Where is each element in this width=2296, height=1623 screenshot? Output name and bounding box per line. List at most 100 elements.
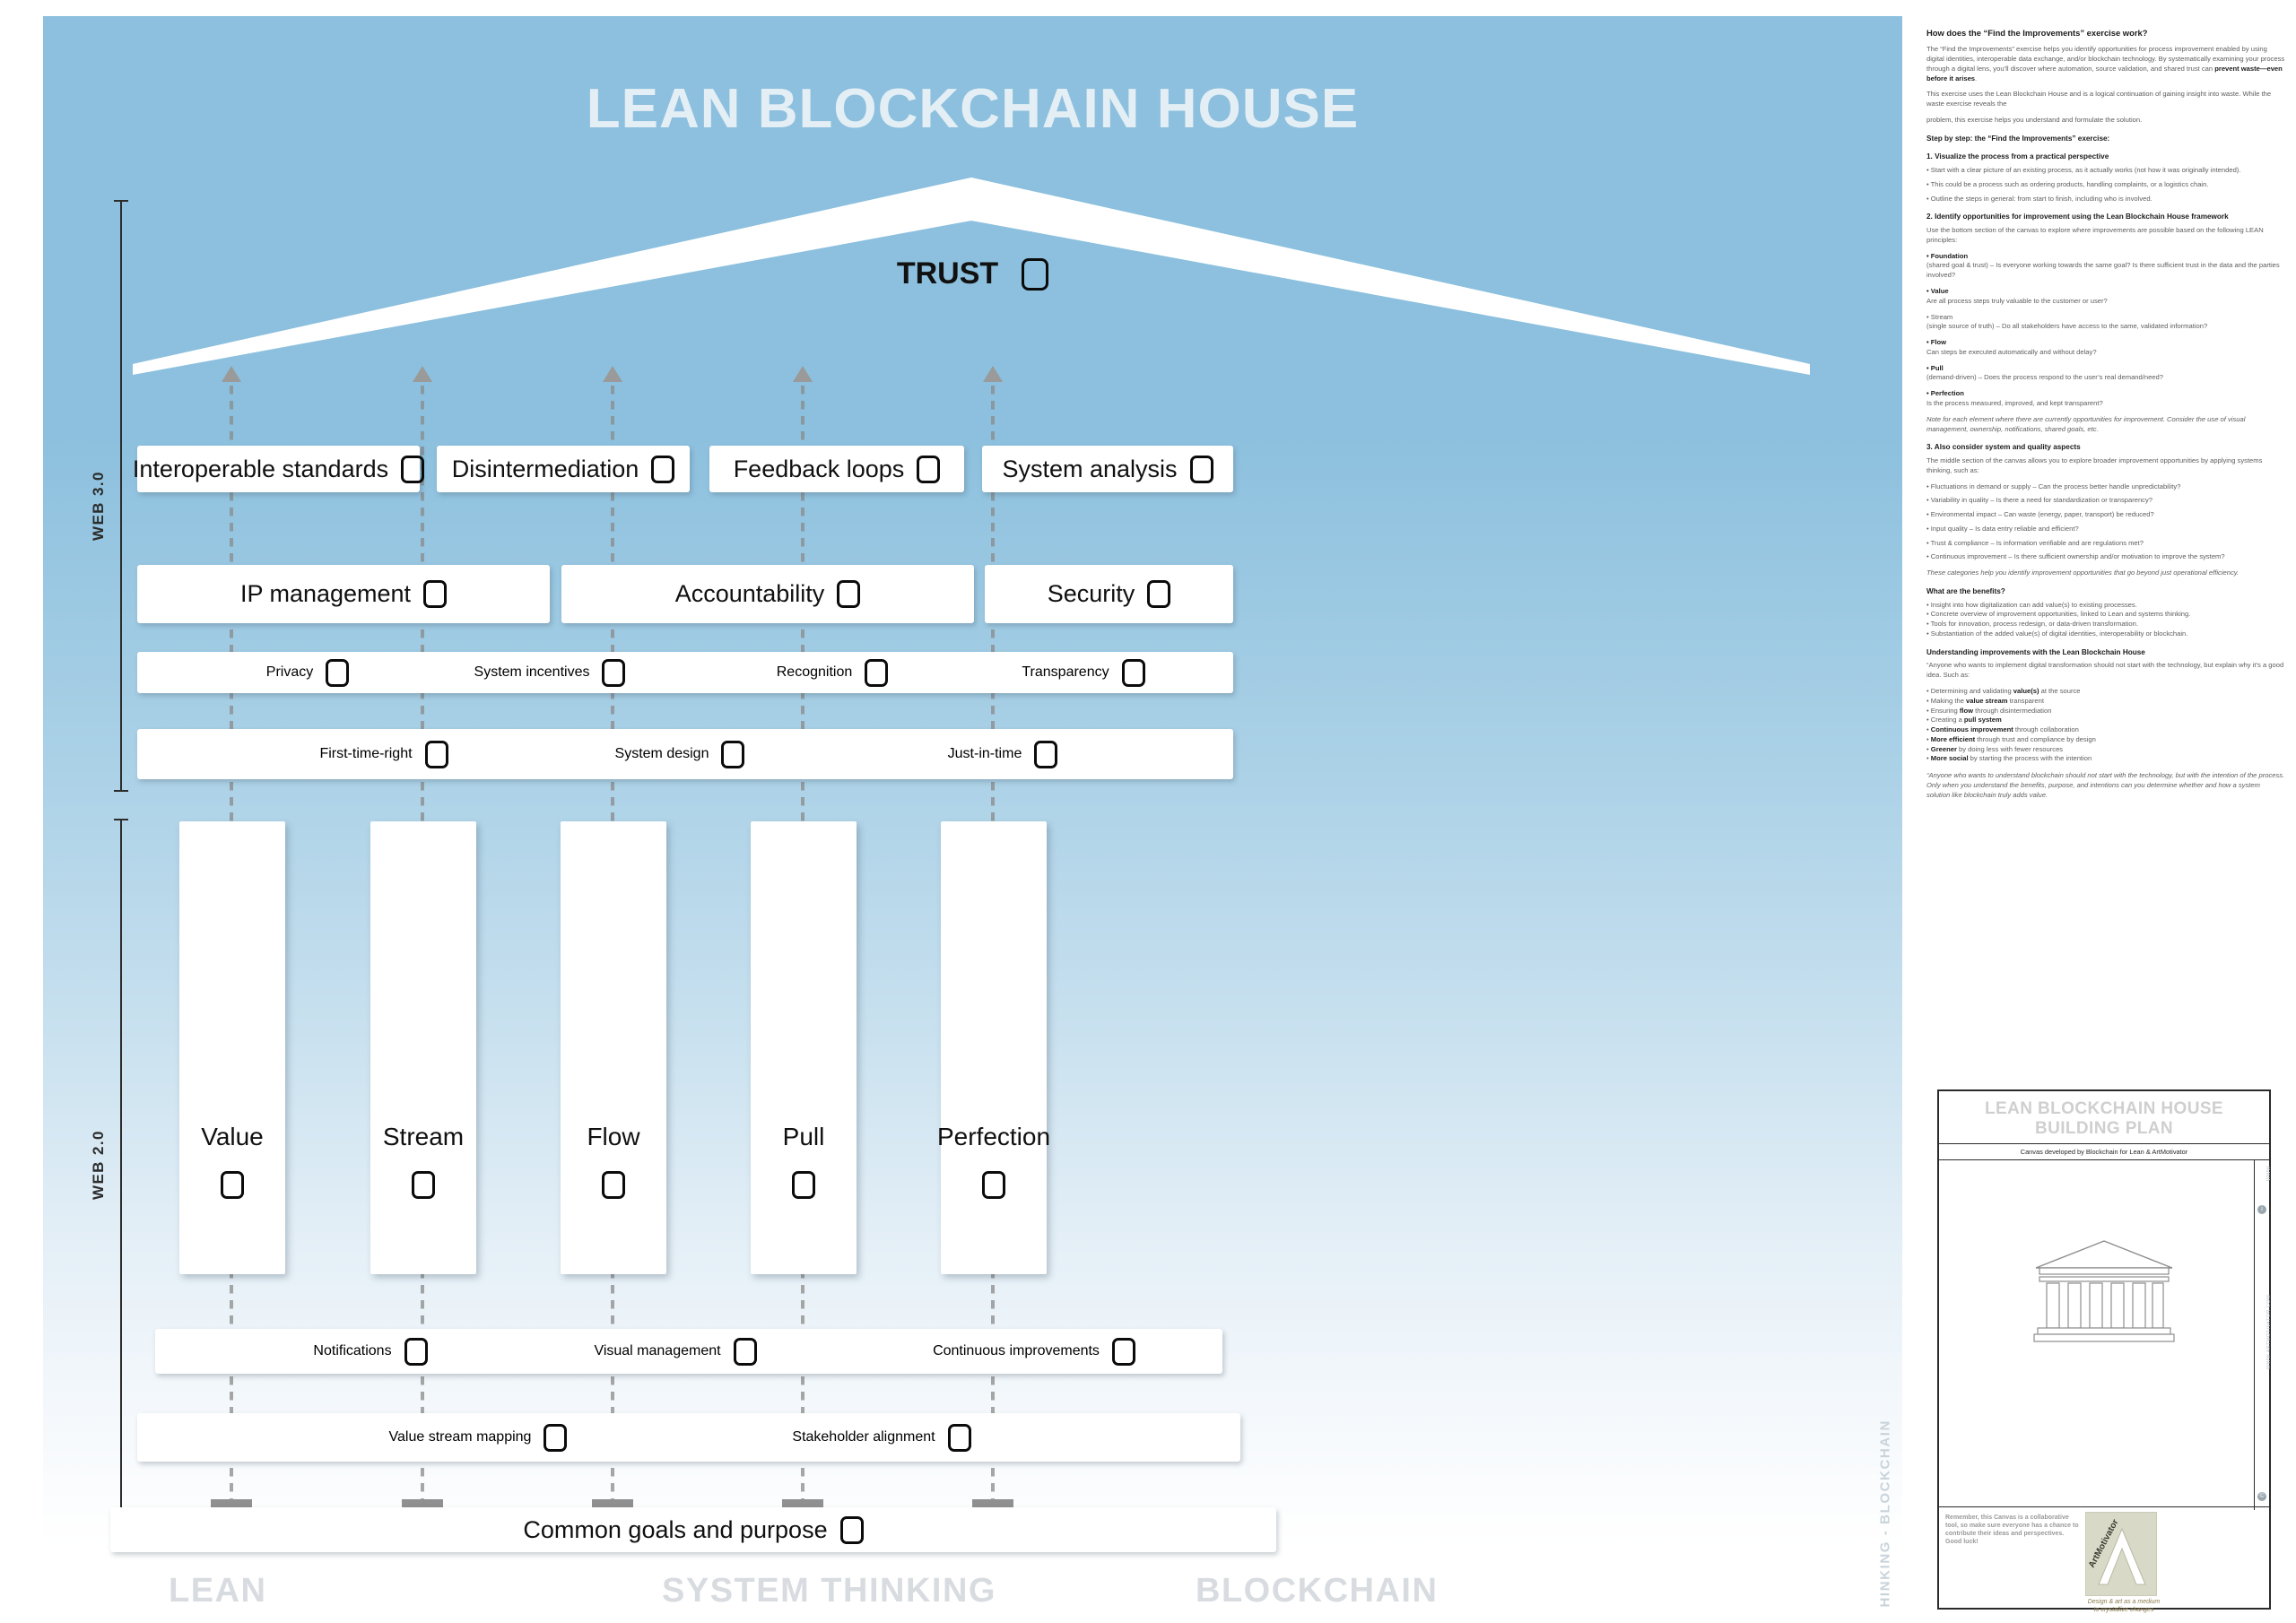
sidebar-paragraph-2: Use the bottom section of the canvas to … [1926,226,2264,244]
checkbox-notifications[interactable] [404,1337,428,1366]
checkbox-security[interactable] [1147,580,1171,608]
item-pre: • Determining and validating [1926,687,2013,695]
item-pre: • [1926,754,1931,763]
item-post: by doing less with fewer resources [1956,744,2064,753]
card-disintermediation[interactable]: Disintermediation [437,446,690,492]
card-notifications[interactable]: Notifications [240,1329,500,1374]
card-feedback-loops[interactable]: Feedback loops [709,446,964,492]
checkbox-disintermediation[interactable] [651,455,675,483]
card-recognition[interactable]: Recognition [711,652,953,693]
principle-item: • Foundation(shared goal & trust) – Is e… [1926,252,2285,281]
card-label: Feedback loops [733,455,905,482]
card-label: Common goals and purpose [523,1515,828,1543]
checkbox-continuous-improvements[interactable] [1111,1337,1135,1366]
card-system-analysis[interactable]: System analysis [982,446,1233,492]
checkbox-visual-management[interactable] [733,1337,757,1366]
checkbox-system-analysis[interactable] [1189,455,1213,483]
sidebar-intro-c: This exercise uses the Lean Blockchain H… [1926,90,2272,108]
checkbox-flow[interactable] [602,1171,625,1199]
checkbox-transparency[interactable] [1121,658,1145,687]
card-label: Just-in-time [947,746,1022,761]
checkbox-first-time-right[interactable] [424,740,448,768]
footer-word-blockchain: BLOCKCHAIN [1196,1572,1439,1608]
pillar-perfection[interactable]: Perfection [937,821,1050,1274]
rail-arrow-4 [793,366,813,382]
card-system-incentives[interactable]: System incentives [406,652,693,693]
card-privacy[interactable]: Privacy [218,652,397,693]
band-web2-first: Notifications Visual management Continuo… [155,1329,1222,1374]
sidebar-paragraph-3: The middle section of the canvas allows … [1926,456,2263,474]
principle-name: • Stream [1926,312,1953,321]
list-item: • This could be a process such as orderi… [1926,179,2209,188]
principle-text: (shared goal & trust) – Is everyone work… [1926,261,2280,280]
checkbox-perfection[interactable] [982,1171,1005,1199]
item-post: at the source [2039,687,2081,695]
card-label: Recognition [776,664,853,680]
list-item: • Input quality – Is data entry reliable… [1926,524,2079,533]
temple-icon [2032,1237,2176,1350]
pillar-value[interactable]: Value [179,821,285,1274]
card-common-goals-and-purpose[interactable]: Common goals and purpose [110,1507,1276,1552]
band-web3-third: Privacy System incentives Recognition Tr… [137,652,1233,693]
checkbox-system-incentives[interactable] [602,658,626,687]
card-first-time-right[interactable]: First-time-right [254,729,514,779]
pillar-label: Flow [587,1123,640,1150]
card-value-stream-mapping[interactable]: Value stream mapping [299,1413,657,1462]
card-just-in-time[interactable]: Just-in-time [855,729,1151,779]
principles-list: • Foundation(shared goal & trust) – Is e… [1926,252,2285,409]
checkbox-just-in-time[interactable] [1034,740,1058,768]
checkbox-stakeholder-alignment[interactable] [947,1423,971,1452]
checkbox-pull[interactable] [792,1171,815,1199]
trust-checkbox[interactable] [1022,257,1049,291]
sidebar-heading-3: 3. Also consider system and quality aspe… [1926,443,2081,452]
card-security[interactable]: Security [985,565,1233,623]
plan-rail-url2: WWW [2266,1166,2272,1182]
list-item: • Determining and validating value(s) at… [1926,687,2285,697]
card-continuous-improvements[interactable]: Continuous improvements [855,1329,1213,1374]
list-item: • Tools for innovation, process redesign… [1926,620,2138,629]
pillar-label: Perfection [936,1123,1051,1150]
card-accountability[interactable]: Accountability [561,565,974,623]
card-label: First-time-right [319,746,413,761]
item-bold: More social [1930,754,1969,763]
checkbox-recognition[interactable] [865,658,889,687]
principle-name: • Pull [1926,363,1944,372]
checkbox-common-goals-and-purpose[interactable] [839,1515,864,1544]
band-web2-second: Value stream mapping Stakeholder alignme… [137,1413,1240,1462]
principle-text: Are all process steps truly valuable to … [1926,296,2108,305]
checkbox-interoperable-standards[interactable] [401,455,425,483]
rail-arrow-1 [222,366,241,382]
pillar-pull[interactable]: Pull [751,821,857,1274]
artmotivator-logo: ArtMotivator Design & art as a medium to… [2085,1512,2162,1615]
card-system-design[interactable]: System design [541,729,819,779]
pillar-stream[interactable]: Stream [370,821,476,1274]
plan-title-line2: BUILDING PLAN [2034,1118,2174,1138]
pillar-label: Stream [382,1123,465,1150]
checkbox-system-design[interactable] [721,740,745,768]
card-visual-management[interactable]: Visual management [509,1329,841,1374]
checkbox-value[interactable] [221,1171,244,1199]
checkbox-feedback-loops[interactable] [917,455,941,483]
card-interoperable-standards[interactable]: Interoperable standards [133,446,425,492]
card-label: Visual management [594,1343,721,1358]
sidebar-note-1: Note for each element where there are cu… [1926,414,2246,433]
principle-name: • Flow [1926,338,1947,347]
checkbox-privacy[interactable] [326,658,350,687]
list-item: • Start with a clear picture of an exist… [1926,166,2241,175]
card-ip-management[interactable]: IP management [137,565,550,623]
sidebar-list-aspects: • Fluctuations in demand or supply – Can… [1926,482,2285,563]
checkbox-stream[interactable] [412,1171,435,1199]
list-item: • Variability in quality – Is there a ne… [1926,496,2152,505]
card-transparency[interactable]: Transparency [953,652,1213,693]
checkbox-accountability[interactable] [837,580,861,608]
principle-item: • Pull(demand-driven) – Does the process… [1926,364,2285,384]
list-item: • Concrete overview of improvement oppor… [1926,610,2191,619]
card-stakeholder-alignment[interactable]: Stakeholder alignment [693,1413,1070,1462]
checkbox-ip-management[interactable] [423,580,448,608]
info-icon: i [2257,1205,2266,1215]
logo-caption: Design & art as a medium to crystallize … [2087,1599,2161,1613]
item-post: through disintermediation [1973,706,2052,715]
web2-bracket [114,819,128,1514]
pillar-flow[interactable]: Flow [561,821,666,1274]
checkbox-value-stream-mapping[interactable] [544,1423,568,1452]
